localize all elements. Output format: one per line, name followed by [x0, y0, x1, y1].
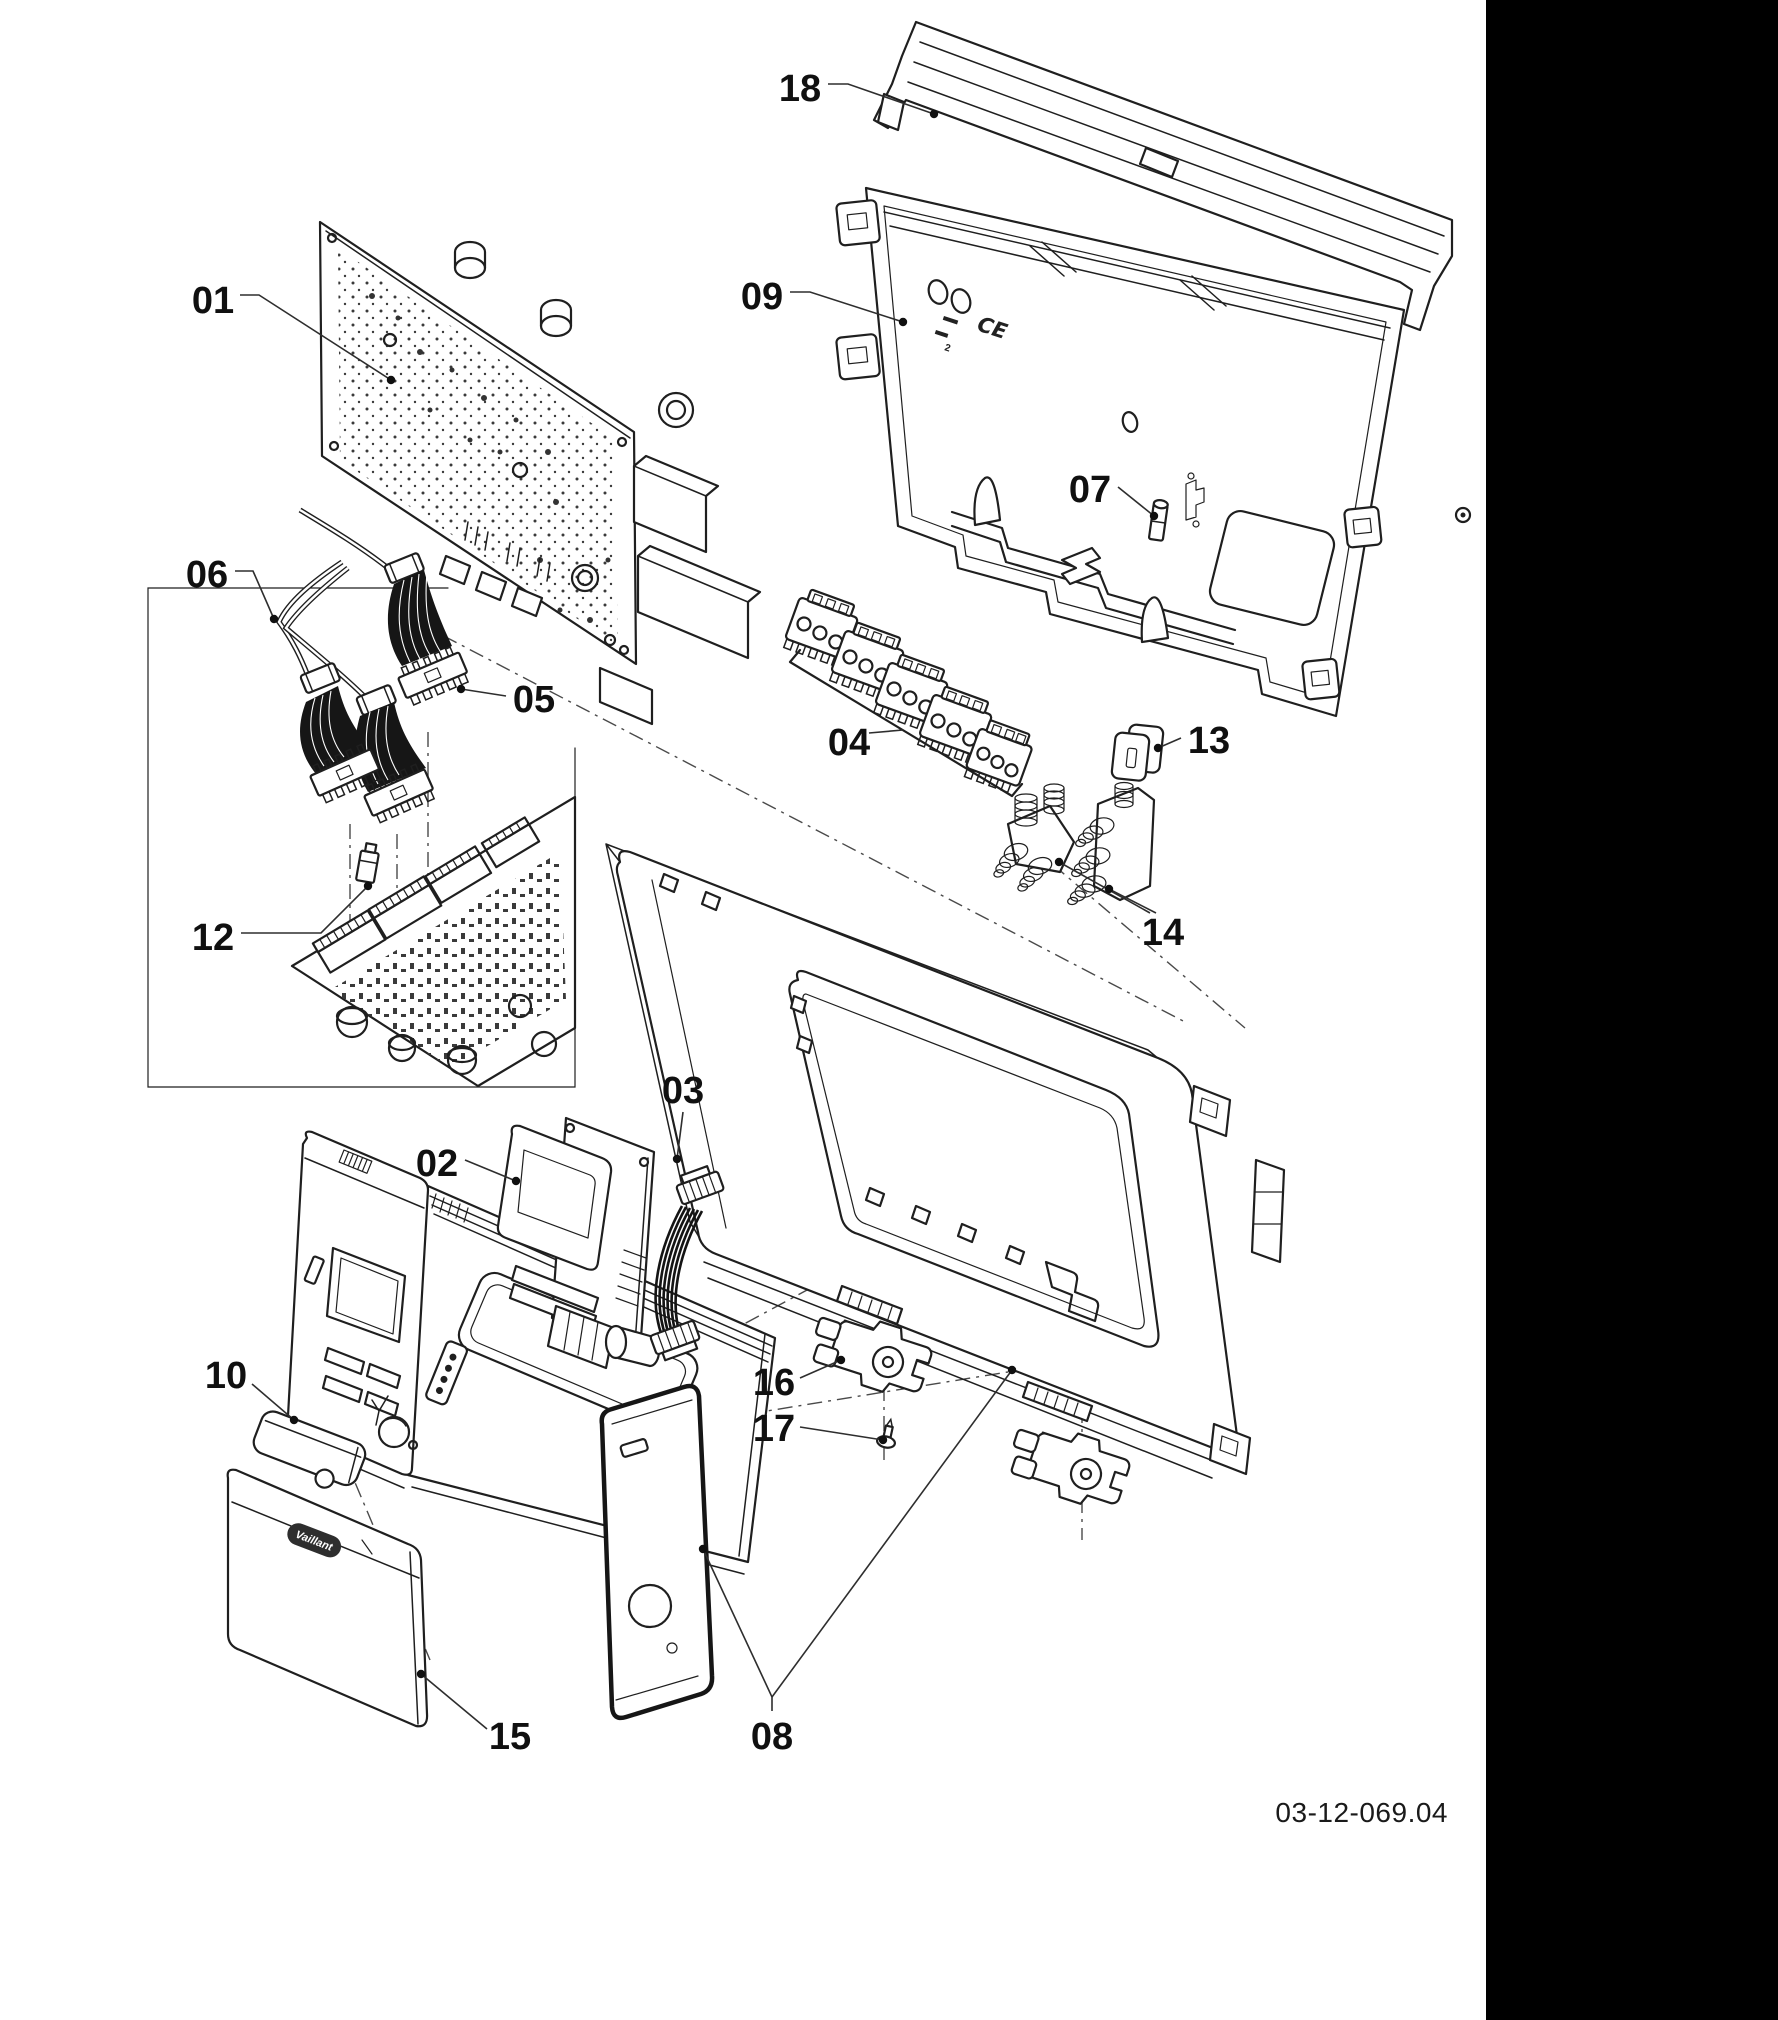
leader-dot-13 [1153, 743, 1163, 753]
part-01-main-circuit-board [318, 220, 762, 726]
leader-dot-17 [878, 1435, 888, 1445]
part-17-screw [876, 1417, 896, 1449]
part-label-09: 09 [741, 276, 783, 318]
part-label-04: 04 [828, 722, 870, 764]
leader-dot-14 [1054, 857, 1064, 867]
part-15-front-flap: Vaillant [226, 1468, 429, 1728]
leader-line-10 [251, 1383, 295, 1421]
leader-dot-12 [363, 881, 373, 891]
leader-line-02 [464, 1159, 517, 1182]
part-label-12: 12 [192, 917, 234, 959]
pcb-edge-connectors [598, 454, 762, 726]
leader-line-07 [1117, 486, 1155, 517]
part-label-05: 05 [513, 679, 555, 721]
leader-dot-14 [1104, 884, 1114, 894]
board-jumper-pin [355, 842, 380, 884]
part-label-14: 14 [1142, 912, 1184, 954]
harness-plug [363, 763, 436, 824]
part-03-display-cable [649, 1165, 725, 1362]
leader-line-04 [868, 729, 904, 734]
part-label-06: 06 [186, 554, 228, 596]
leader-line-16 [799, 1359, 842, 1379]
harness-plug [309, 743, 382, 804]
leader-line-08 [771, 1369, 1013, 1698]
part-06-wiring-harness [276, 559, 436, 824]
mounting-ear [1343, 505, 1383, 549]
leader-dot-01 [386, 375, 396, 385]
leader-dot-18 [929, 109, 939, 119]
leader-dot-15 [416, 1669, 426, 1679]
leader-line-14 [1108, 888, 1157, 914]
leader-line-18 [828, 83, 935, 115]
leader-line-06 [235, 570, 275, 620]
part-label-08: 08 [751, 1716, 793, 1758]
leader-line-17 [799, 1426, 884, 1441]
leader-line-05 [460, 688, 507, 697]
mounting-ear [835, 333, 881, 381]
leader-dot-03 [672, 1154, 682, 1164]
part-label-07: 07 [1069, 469, 1111, 511]
leader-dot-02 [511, 1176, 521, 1186]
part-label-03: 03 [662, 1070, 704, 1112]
leader-dot-08 [1007, 1365, 1017, 1375]
control-panel-display-module [286, 1130, 430, 1489]
part-12-controller-board [290, 795, 577, 1088]
leader-dot-10 [289, 1415, 299, 1425]
part-05-multipin-connector [298, 507, 470, 706]
part-label-10: 10 [205, 1355, 247, 1397]
leader-line-01 [240, 294, 392, 381]
leader-line-09 [790, 291, 904, 323]
leader-dot-06 [269, 614, 279, 624]
part-09-rear-housing: CE 2 [835, 186, 1472, 718]
part-16-mounting-bracket-2 [1001, 1414, 1136, 1516]
leader-line-08 [702, 1548, 773, 1711]
doc-number: 03-12-069.04 [1275, 1797, 1448, 1828]
part-14-cable-grommets [993, 781, 1156, 906]
part-08-front-housing [605, 843, 1286, 1479]
part-label-01: 01 [192, 280, 234, 322]
leader-dot-09 [898, 317, 908, 327]
part-label-18: 18 [779, 68, 821, 110]
mounting-ear [1301, 657, 1341, 701]
part-label-16: 16 [753, 1362, 795, 1404]
leader-line-12 [241, 885, 369, 934]
part-04-terminal-blocks [782, 588, 1033, 798]
part-label-17: 17 [753, 1408, 795, 1450]
leader-line-03 [676, 1111, 684, 1160]
part-08-slider-cover [599, 1383, 715, 1721]
rev-mark: 2 [943, 342, 952, 354]
part-label-02: 02 [416, 1143, 458, 1185]
part-label-13: 13 [1188, 720, 1230, 762]
leader-line-15 [420, 1673, 488, 1730]
bezel-connector-strip [835, 1284, 1094, 1423]
leader-dot-08 [698, 1544, 708, 1554]
leader-dot-16 [836, 1355, 846, 1365]
part-18-top-cover [872, 20, 1454, 332]
mounting-ear [835, 199, 881, 247]
connector-body [397, 646, 470, 706]
pcb-standoffs [453, 240, 695, 429]
part-13-retaining-clip [1110, 723, 1165, 782]
leader-dot-07 [1149, 511, 1159, 521]
leader-line-14 [1058, 861, 1151, 914]
part-02-transformer-module [496, 1116, 661, 1370]
part-label-15: 15 [489, 1716, 531, 1758]
part-10-cover-strip [252, 1410, 367, 1489]
leader-dot-05 [456, 684, 466, 694]
right-black-bar [1486, 0, 1778, 2020]
